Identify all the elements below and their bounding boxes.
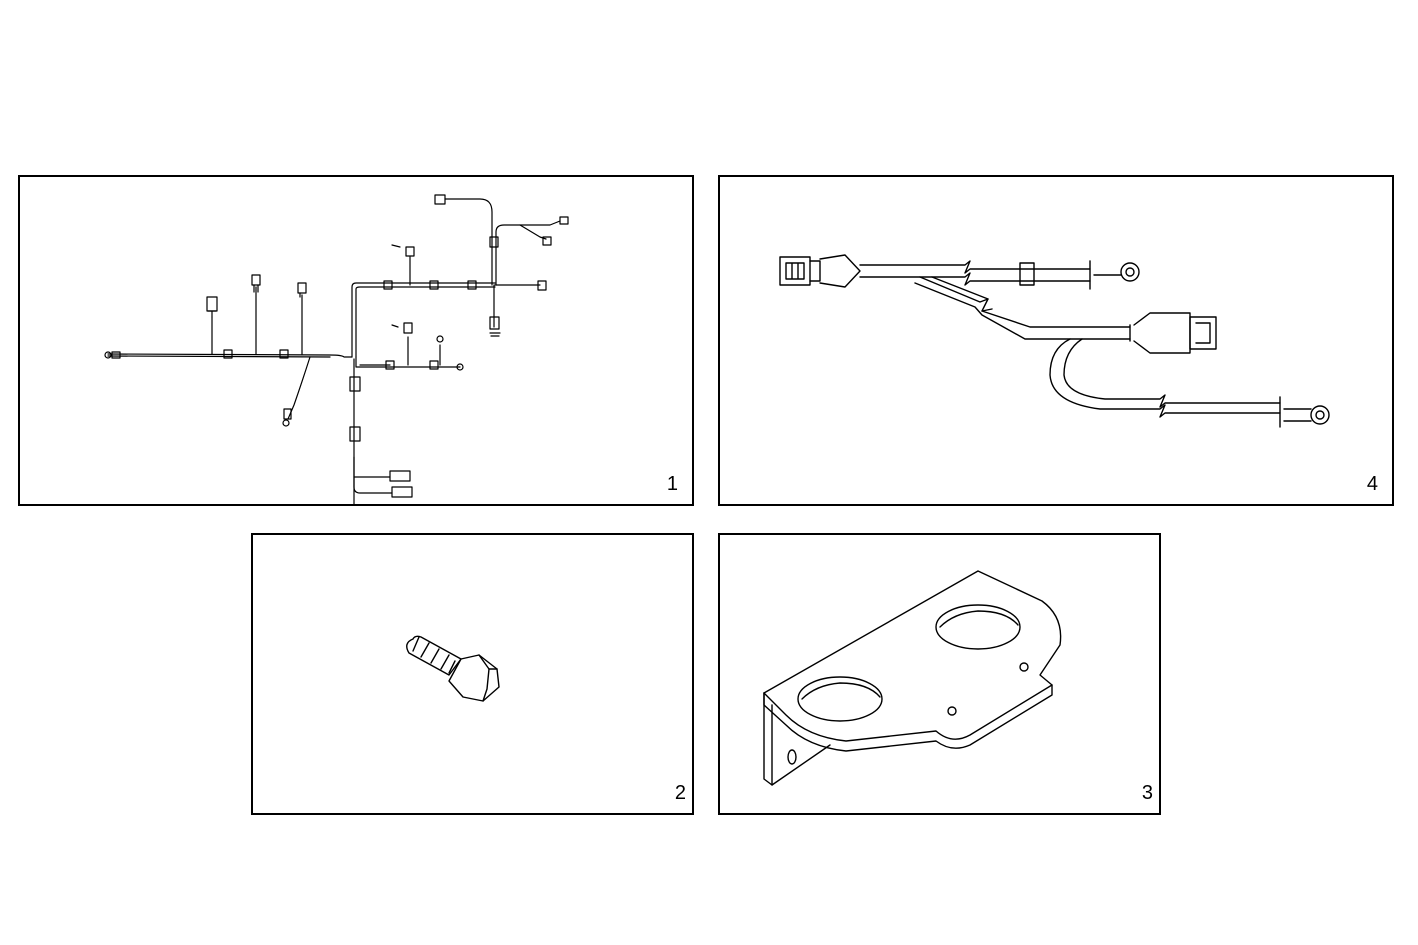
wiring-harness-drawing (104, 194, 569, 504)
panel-number-1: 1 (666, 473, 678, 495)
panel-cable-harness: 4 (718, 175, 1394, 506)
cable-harness-drawing (779, 254, 1330, 428)
panel-number-4: 4 (1366, 473, 1378, 495)
hex-bolt-drawing (406, 635, 500, 702)
panel-mounting-bracket: 3 (718, 533, 1161, 815)
panel-number-2: 2 (674, 782, 686, 804)
panel-wiring-harness: 1 (18, 175, 694, 506)
panel-hex-bolt: 2 (251, 533, 694, 815)
panel-number-3: 3 (1141, 782, 1153, 804)
mounting-bracket-drawing (763, 570, 1062, 786)
